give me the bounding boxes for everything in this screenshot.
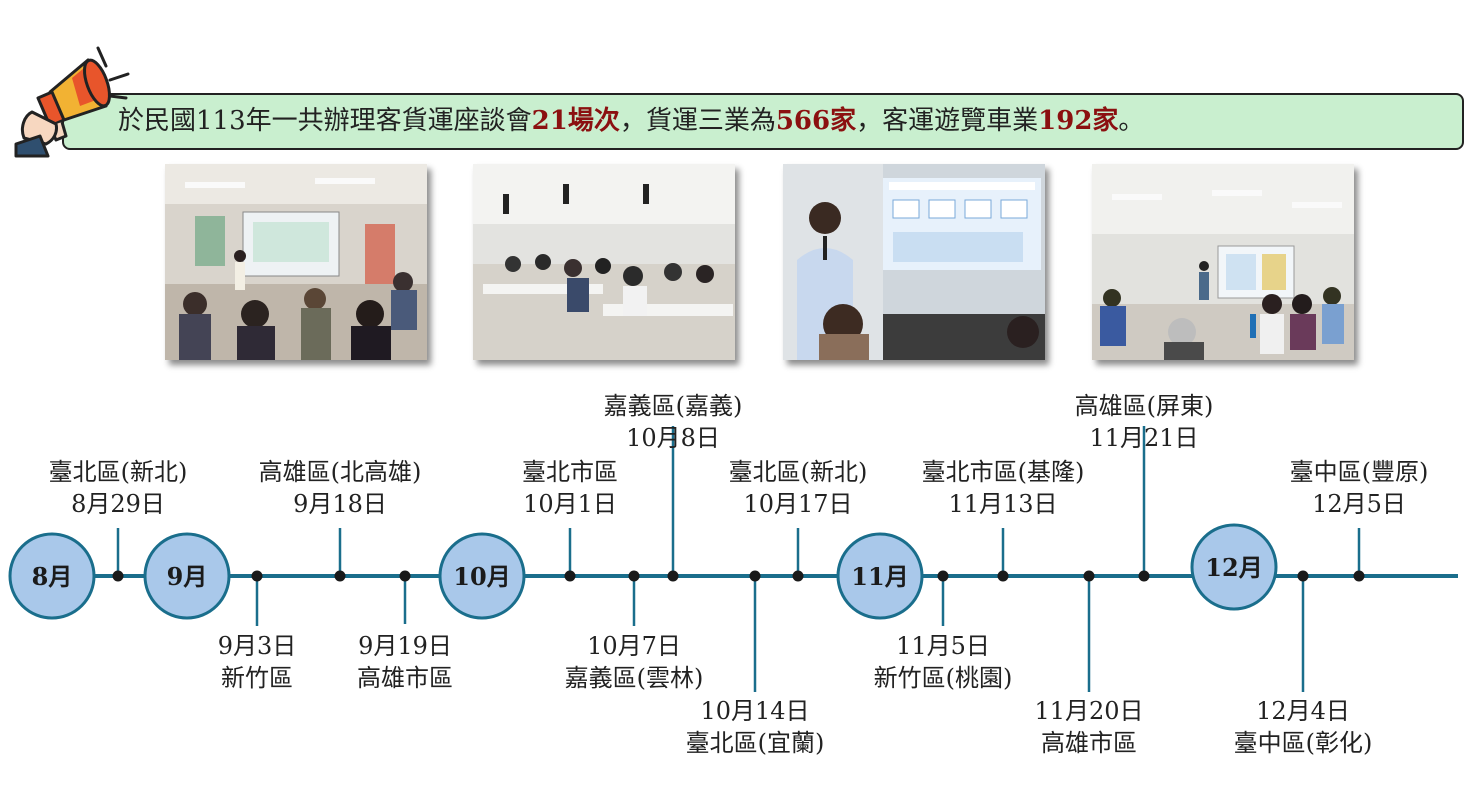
event-region: 臺北區(新北) — [48, 458, 188, 486]
event-date: 11月20日 — [1034, 697, 1144, 725]
event-label: 12月4日臺中區(彰化) — [1193, 695, 1413, 759]
event-region: 高雄市區 — [357, 664, 453, 692]
month-marker — [836, 532, 924, 620]
summary-text: 於民國113年一共辦理客貨運座談會21場次，貨運三業為566家，客運遊覽車業19… — [118, 103, 1144, 139]
event-dot — [937, 570, 949, 582]
event-region: 嘉義區(嘉義) — [603, 392, 743, 420]
photo-seminar-2 — [473, 164, 735, 360]
summary-highlight-freight: 566家 — [775, 106, 857, 136]
month-marker — [8, 532, 96, 620]
event-date: 10月8日 — [626, 424, 720, 452]
event-region: 臺中區(豐原) — [1289, 458, 1429, 486]
event-label: 高雄區(屏東) 11月21日 — [1034, 390, 1254, 454]
event-dot — [792, 570, 804, 582]
summary-text-part: 於民國113年一共辦理客貨運座談會 — [118, 106, 532, 136]
event-label: 11月20日高雄市區 — [979, 695, 1199, 759]
summary-highlight-sessions: 21場次 — [531, 106, 620, 136]
event-label: 嘉義區(嘉義) 10月8日 — [563, 390, 783, 454]
summary-banner — [62, 93, 1464, 150]
event-region: 臺北區(新北) — [728, 458, 868, 486]
event-region: 臺中區(彰化) — [1233, 729, 1373, 757]
event-dot — [749, 570, 761, 582]
event-dot — [667, 570, 679, 582]
event-date: 11月13日 — [948, 490, 1058, 518]
event-region: 高雄區(北高雄) — [258, 458, 422, 486]
event-label: 11月5日新竹區(桃園) — [833, 630, 1053, 694]
event-dot — [399, 570, 411, 582]
event-label: 臺北市區 10月1日 — [460, 456, 680, 520]
event-date: 10月1日 — [523, 490, 617, 518]
event-label: 臺北市區(基隆) 11月13日 — [893, 456, 1113, 520]
event-date: 12月4日 — [1256, 697, 1350, 725]
event-label: 10月14日臺北區(宜蘭) — [645, 695, 865, 759]
event-label: 臺北區(新北) 10月17日 — [688, 456, 908, 520]
event-date: 9月19日 — [358, 632, 452, 660]
event-region: 高雄市區 — [1041, 729, 1137, 757]
event-dot — [112, 570, 124, 582]
event-date: 10月17日 — [743, 490, 853, 518]
event-date: 8月29日 — [71, 490, 165, 518]
summary-highlight-bus: 192家 — [1038, 106, 1119, 136]
event-date: 9月3日 — [217, 632, 297, 660]
month-label: 11月 — [851, 562, 908, 591]
event-region: 嘉義區(雲林) — [564, 664, 704, 692]
photo-seminar-1 — [165, 164, 427, 360]
event-dot — [334, 570, 346, 582]
event-date: 10月14日 — [700, 697, 810, 725]
event-label: 9月19日高雄市區 — [295, 630, 515, 694]
megaphone-icon — [14, 46, 130, 158]
photo-seminar-3 — [783, 164, 1045, 360]
event-date: 11月21日 — [1089, 424, 1199, 452]
event-dot — [1083, 570, 1095, 582]
event-dot — [628, 570, 640, 582]
event-dot — [251, 570, 263, 582]
month-label: 10月 — [453, 562, 510, 591]
event-dot — [1297, 570, 1309, 582]
event-date: 10月7日 — [587, 632, 681, 660]
summary-text-part: ，客運遊覽車業 — [856, 106, 1039, 136]
event-dot — [1353, 570, 1365, 582]
event-region: 臺北市區(基隆) — [921, 458, 1085, 486]
event-dot — [997, 570, 1009, 582]
event-label: 臺北區(新北) 8月29日 — [8, 456, 228, 520]
event-label: 臺中區(豐原) 12月5日 — [1249, 456, 1469, 520]
summary-text-part: 。 — [1118, 106, 1145, 136]
month-marker — [143, 532, 231, 620]
event-date: 9月18日 — [293, 490, 387, 518]
photo-seminar-4 — [1092, 164, 1354, 360]
month-marker — [438, 532, 526, 620]
event-date: 12月5日 — [1312, 490, 1406, 518]
event-region: 臺北市區 — [522, 458, 618, 486]
event-region: 新竹區(桃園) — [873, 664, 1013, 692]
month-label: 9月 — [167, 562, 208, 591]
event-label: 9月3日新竹區 — [147, 630, 367, 694]
month-marker — [1190, 523, 1278, 611]
event-region: 高雄區(屏東) — [1074, 392, 1214, 420]
event-date: 11月5日 — [896, 632, 990, 660]
month-label: 12月 — [1205, 553, 1262, 582]
event-label: 高雄區(北高雄) 9月18日 — [230, 456, 450, 520]
summary-text-part: ，貨運三業為 — [619, 106, 776, 136]
event-label: 10月7日嘉義區(雲林) — [524, 630, 744, 694]
event-region: 臺北區(宜蘭) — [685, 729, 825, 757]
event-region: 新竹區 — [221, 664, 293, 692]
event-dot — [1138, 570, 1150, 582]
month-label: 8月 — [32, 562, 73, 591]
event-dot — [564, 570, 576, 582]
